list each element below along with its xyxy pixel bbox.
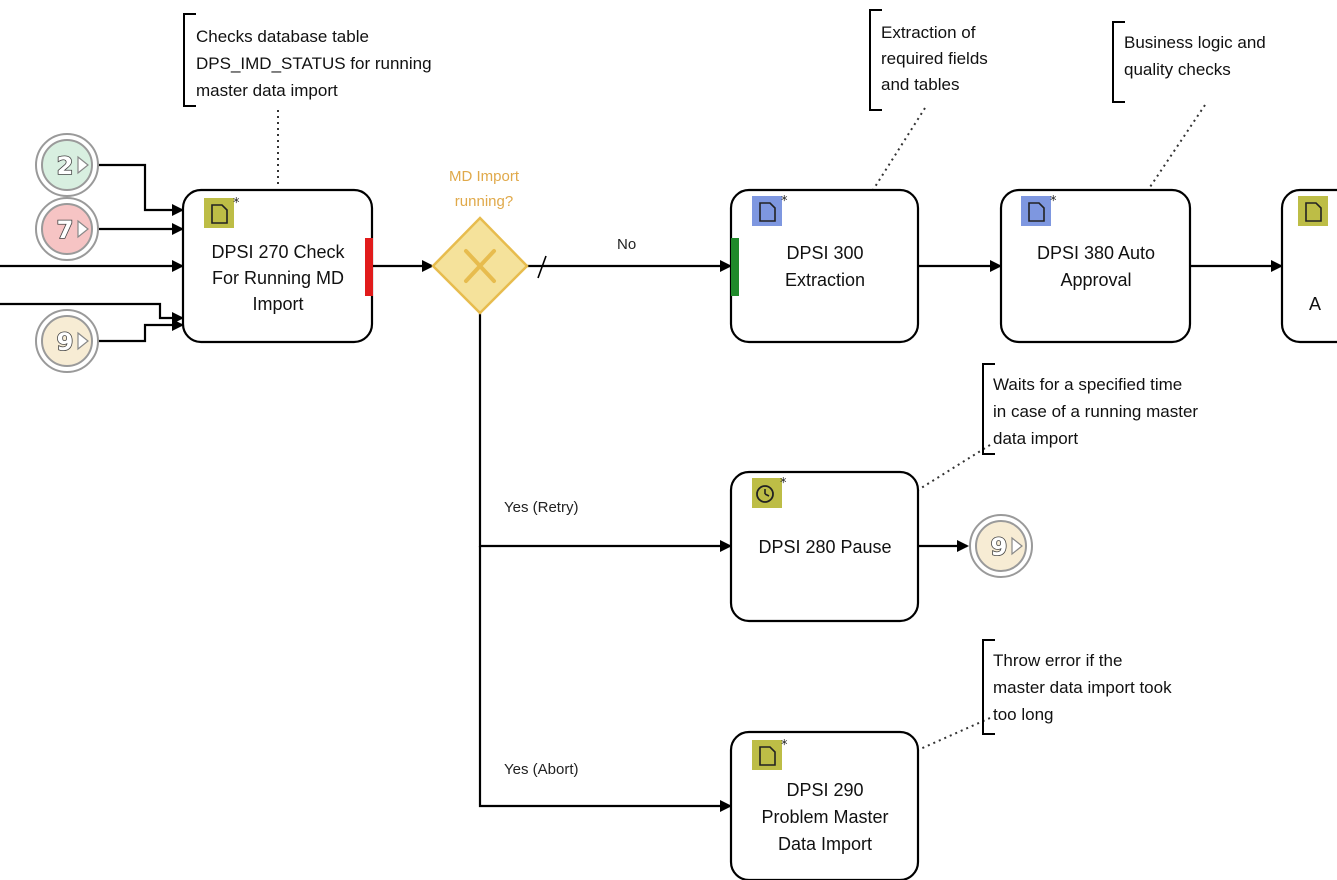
svg-text:*: * — [781, 738, 788, 753]
annotation-extraction: Extraction of required fields and tables — [869, 9, 988, 111]
annotation-line: Extraction of — [881, 23, 976, 42]
flow-label-retry: Yes (Retry) — [504, 499, 578, 516]
gateway-label-line: running? — [455, 193, 513, 210]
link-event-number: 9 — [57, 328, 74, 356]
start-boundary-marker — [731, 238, 739, 296]
flow-gateway-to-290[interactable] — [478, 546, 732, 812]
link-event-number: 2 — [57, 152, 74, 180]
flow-left2-to-270[interactable] — [0, 302, 184, 324]
svg-text:*: * — [233, 196, 240, 211]
flow-link2-to-270[interactable] — [95, 163, 184, 216]
task-dpsi290[interactable]: * DPSI 290 Problem Master Data Import — [729, 730, 920, 880]
annotation-line: data import — [993, 429, 1078, 448]
task-label-line: For Running MD — [212, 268, 344, 288]
annotation-business-logic: Business logic and quality checks — [1112, 21, 1266, 103]
error-boundary-marker — [365, 238, 373, 296]
task-label-line: A — [1309, 294, 1321, 314]
flow-label-no: No — [617, 236, 636, 253]
task-dpsi300[interactable]: * DPSI 300 Extraction — [729, 188, 920, 344]
task-label-line: Import — [252, 294, 303, 314]
svg-text:*: * — [780, 476, 787, 491]
annotation-line: and tables — [881, 75, 959, 94]
task-partial-next[interactable]: A — [1280, 188, 1337, 344]
task-label-line: DPSI 280 Pause — [758, 537, 891, 557]
script-task-icon: * — [1021, 194, 1057, 226]
task-label-line: Extraction — [785, 270, 865, 290]
exclusive-gateway[interactable] — [431, 216, 529, 315]
sequence-flows — [0, 163, 1283, 812]
annotation-throw-error: Throw error if the master data import to… — [982, 639, 1172, 735]
annotation-line: DPS_IMD_STATUS for running — [196, 54, 432, 73]
svg-text:*: * — [781, 194, 788, 209]
task-dpsi270[interactable]: * DPSI 270 Check For Running MD Import — [181, 188, 374, 344]
annotation-line: Business logic and — [1124, 33, 1266, 52]
link-event-number: 9 — [991, 533, 1008, 561]
task-dpsi280[interactable]: * DPSI 280 Pause — [729, 470, 920, 623]
timer-task-icon: * — [752, 476, 787, 508]
script-task-icon: * — [204, 196, 240, 228]
annotation-line: Checks database table — [196, 27, 369, 46]
task-label-line: DPSI 290 — [786, 780, 863, 800]
annotation-line: required fields — [881, 49, 988, 68]
task-label-line: DPSI 380 Auto — [1037, 243, 1155, 263]
gateway-label-line: MD Import — [449, 168, 520, 185]
task-label-line: Data Import — [778, 834, 872, 854]
annotation-dotted-connectors — [277, 104, 1206, 751]
task-dpsi380[interactable]: * DPSI 380 Auto Approval — [999, 188, 1192, 344]
task-label-line: DPSI 270 Check — [211, 242, 345, 262]
flow-link9-to-270[interactable] — [95, 319, 184, 343]
annotation-waits: Waits for a specified time in case of a … — [982, 363, 1198, 455]
annotation-line: in case of a running master — [993, 402, 1198, 421]
annotation-line: too long — [993, 705, 1054, 724]
link-event-7[interactable]: 7 — [35, 197, 99, 261]
svg-text:*: * — [1050, 194, 1057, 209]
annotation-line: quality checks — [1124, 60, 1231, 79]
annotation-line: master data import — [196, 81, 338, 100]
script-task-icon — [1298, 196, 1328, 226]
task-label-line: Approval — [1060, 270, 1131, 290]
annotation-line: master data import took — [993, 678, 1172, 697]
link-event-2[interactable]: 2 — [35, 133, 99, 197]
annotation-line: Waits for a specified time — [993, 375, 1182, 394]
annotation-line: Throw error if the — [993, 651, 1122, 670]
flow-label-abort: Yes (Abort) — [504, 761, 578, 778]
link-event-9-left[interactable]: 9 — [35, 309, 99, 373]
annotation-dps-imd-status: Checks database table DPS_IMD_STATUS for… — [183, 13, 432, 107]
script-task-icon: * — [752, 738, 788, 770]
default-flow-slash — [537, 255, 547, 279]
link-event-9-right[interactable]: 9 — [969, 514, 1033, 578]
task-label-line: DPSI 300 — [786, 243, 863, 263]
task-label-line: Problem Master — [761, 807, 888, 827]
script-task-icon: * — [752, 194, 788, 226]
link-event-number: 7 — [57, 216, 74, 244]
